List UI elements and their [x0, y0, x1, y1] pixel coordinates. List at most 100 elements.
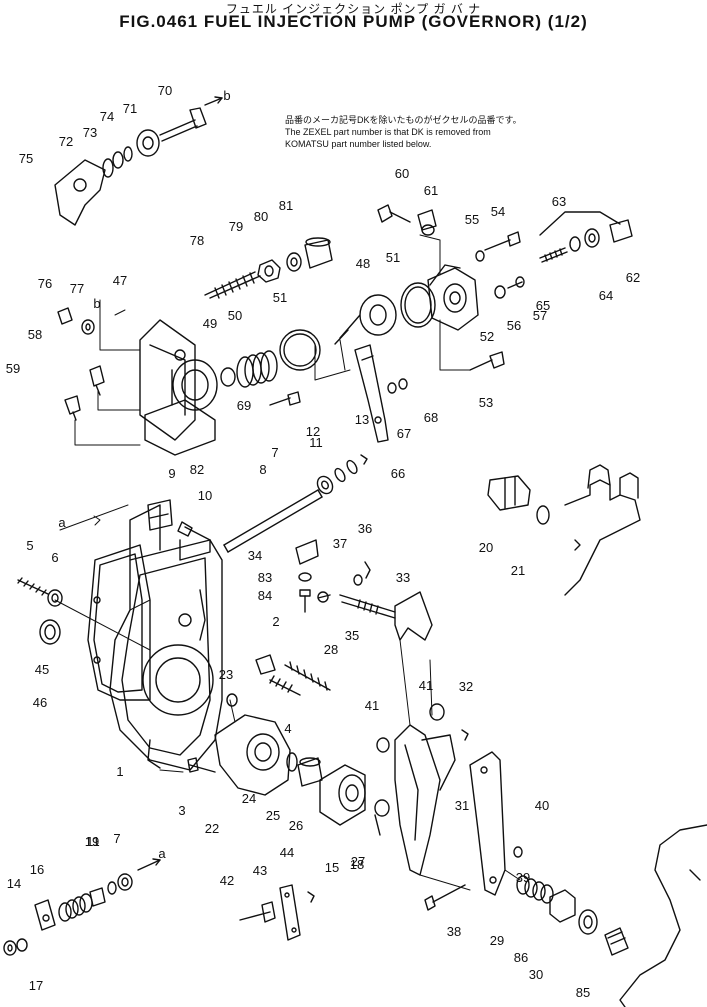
callout-label: 51: [386, 250, 400, 265]
spring-63: [539, 247, 568, 263]
callout-label: 47: [113, 273, 127, 288]
callout-label: 22: [205, 821, 219, 836]
callout-label: 70: [158, 83, 172, 98]
nut-19: [3, 940, 17, 956]
callout-label: b: [93, 296, 100, 311]
part-number-note: 品番のメーカ記号DKを除いたものがゼクセルの品番です。 The ZEXEL pa…: [285, 114, 522, 150]
washer-74: [123, 146, 133, 162]
screw-23: [226, 693, 238, 707]
callout-label: 27: [351, 854, 365, 869]
plate-17: [34, 899, 56, 931]
washer-83: [298, 572, 312, 582]
callout-label: 32: [459, 679, 473, 694]
screw-5: [17, 577, 49, 596]
callout-label: 38: [447, 924, 461, 939]
nut-79: [257, 259, 281, 283]
pin-14: [360, 454, 368, 465]
callout-label: 19: [85, 834, 99, 849]
spring-29: [516, 875, 554, 904]
callout-label: 2: [272, 614, 279, 629]
o-ring-51-left: [279, 329, 321, 371]
plug-59: [64, 395, 81, 421]
callout-label: 13: [355, 412, 369, 427]
callout-label: 10: [198, 488, 212, 503]
figure-title: FIG.0461 FUEL INJECTION PUMP (GOVERNOR) …: [119, 12, 588, 31]
lever-31: [394, 724, 456, 876]
callout-label: 33: [396, 570, 410, 585]
bracket-9: [147, 499, 173, 531]
callout-label: 75: [19, 151, 33, 166]
collar-15: [89, 887, 106, 907]
bolt-3: [187, 757, 216, 773]
clip-32: [461, 729, 469, 741]
callout-label: 63: [552, 194, 566, 209]
screw-38: [424, 884, 466, 911]
bolt-4: [269, 675, 301, 696]
callout-label: 65: [536, 298, 550, 313]
callout-label: 42: [220, 873, 234, 888]
governor-case-82: [144, 359, 218, 456]
callout-label: 39: [516, 870, 530, 885]
callout-label: 61: [424, 183, 438, 198]
callout-label: 45: [35, 662, 49, 677]
callout-label: 59: [6, 361, 20, 376]
spring-28: [284, 661, 331, 691]
callout-label: 6: [51, 550, 58, 565]
callout-label: 83: [258, 570, 272, 585]
diaphragm-48: [334, 294, 397, 345]
cover-47: [139, 319, 196, 441]
bracket-65: [539, 211, 621, 236]
callout-label: 26: [289, 818, 303, 833]
bearing-26: [319, 764, 366, 826]
callout-label: 16: [30, 862, 44, 877]
callout-label: 4: [284, 721, 291, 736]
flyweight-75: [54, 159, 106, 226]
pump-body-partial: [564, 464, 641, 596]
washer-21: [536, 505, 550, 525]
screw-57: [507, 276, 525, 289]
bolt-53: [469, 351, 505, 371]
callout-label: 79: [229, 219, 243, 234]
callout-label: 49: [203, 316, 217, 331]
callout-label: 56: [507, 318, 521, 333]
guide-lines: [54, 234, 521, 891]
nut-71: [136, 129, 160, 157]
spring-16: [58, 893, 93, 922]
fitting-61: [417, 209, 437, 236]
stopper-85: [604, 927, 629, 956]
callout-label: 68: [424, 410, 438, 425]
plug-58: [89, 365, 105, 396]
callout-label: 40: [535, 798, 549, 813]
callout-label: 8: [259, 462, 266, 477]
screw-84: [299, 589, 311, 613]
callout-label: 52: [480, 329, 494, 344]
callout-label: 76: [38, 276, 52, 291]
callout-label: 64: [599, 288, 613, 303]
callout-label: 74: [100, 109, 114, 124]
housing-22: [214, 714, 291, 796]
ring-72: [102, 158, 114, 178]
callout-label: 15: [325, 860, 339, 875]
spring-50: [236, 350, 278, 388]
callout-label: 62: [626, 270, 640, 285]
cap-80: [304, 237, 333, 269]
callout-label: 7: [271, 445, 278, 460]
housing-52: [427, 264, 479, 331]
callout-label: 71: [123, 101, 137, 116]
callout-label: 54: [491, 204, 505, 219]
collar-25: [297, 757, 323, 787]
note-line-3: KOMATSU part number listed below.: [285, 139, 432, 149]
pin-42: [239, 901, 276, 923]
ring-11: [107, 881, 117, 895]
callout-label: 46: [33, 695, 47, 710]
spring-73: [112, 151, 124, 169]
callout-label: 20: [479, 540, 493, 555]
callout-label: 30: [529, 967, 543, 982]
callout-label: 1: [116, 764, 123, 779]
callout-labels: 1234567891011121314151617181920212223242…: [6, 83, 640, 1000]
washer-68: [387, 382, 397, 394]
arrow-a-lower: [137, 858, 161, 871]
shaft-70: [159, 107, 207, 142]
callout-label: 12: [306, 424, 320, 439]
